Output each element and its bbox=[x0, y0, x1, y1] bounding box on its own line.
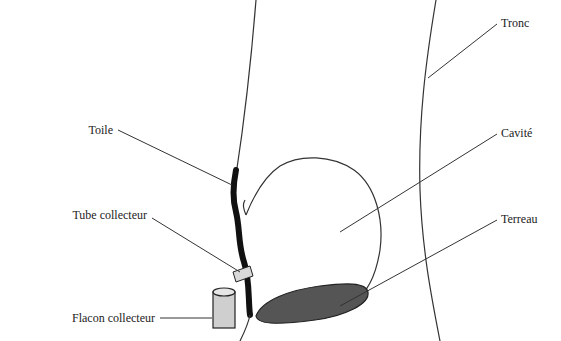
part-label: Tube collecteur bbox=[72, 208, 147, 222]
leader-line bbox=[118, 130, 232, 185]
part-label: Toile bbox=[89, 123, 114, 137]
part-label: Cavité bbox=[501, 126, 532, 140]
part-label: Flacon collecteur bbox=[72, 311, 155, 325]
leader-lines bbox=[118, 24, 497, 318]
leader-line bbox=[152, 218, 240, 272]
collector-tube bbox=[233, 266, 253, 282]
bottle-neck bbox=[213, 288, 235, 296]
leader-line bbox=[160, 318, 212, 319]
trunk-outline bbox=[420, 0, 440, 341]
leader-line bbox=[428, 24, 497, 78]
bark-outline bbox=[236, 0, 256, 175]
leader-line bbox=[340, 134, 497, 232]
compost bbox=[256, 284, 368, 323]
part-label: Tronc bbox=[501, 16, 529, 30]
part-label: Terreau bbox=[501, 212, 537, 226]
cavity-outline bbox=[243, 158, 381, 300]
cloth bbox=[233, 170, 250, 315]
collector-bottle bbox=[213, 292, 235, 328]
bark-outline bbox=[240, 315, 250, 341]
leader-line bbox=[340, 220, 497, 306]
